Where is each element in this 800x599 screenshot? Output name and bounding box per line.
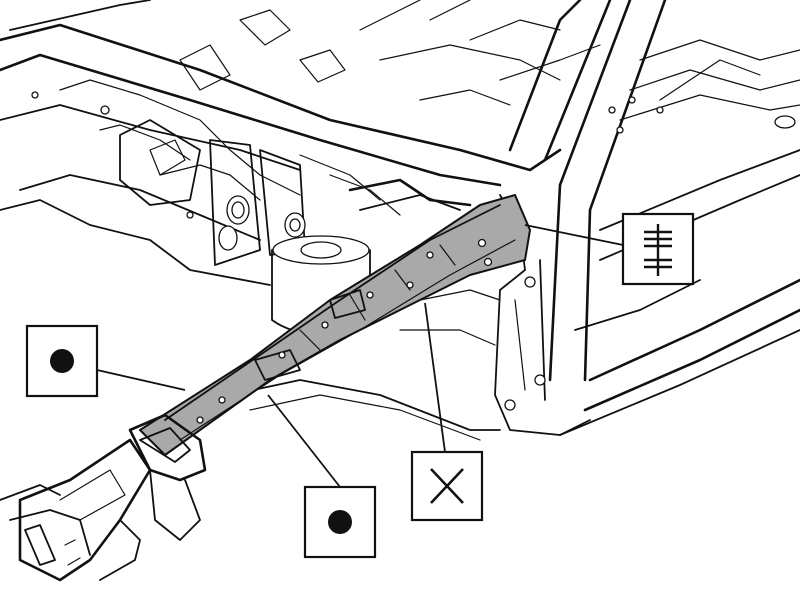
lower-floor-lines xyxy=(229,289,501,441)
cross-symbol xyxy=(430,468,464,504)
leader-lines xyxy=(96,224,624,488)
callout-cut xyxy=(410,450,484,522)
cowl-and-firewall-panel xyxy=(0,0,562,286)
firewall-holes xyxy=(31,91,306,251)
weld-seam-symbol xyxy=(644,224,672,276)
rail-front-end-bracket xyxy=(0,413,207,582)
leader-line-dot-left xyxy=(96,369,186,391)
leader-line-seam xyxy=(524,224,624,246)
front-side-member-highlighted xyxy=(139,194,531,456)
filled-dot-symbol xyxy=(50,349,74,373)
leader-line-dot-bottom xyxy=(267,394,341,488)
callout-spot-weld-bottom xyxy=(303,485,377,559)
a-pillar-and-hinge-pillar xyxy=(494,0,667,436)
filled-dot-symbol xyxy=(328,510,352,534)
reservoir xyxy=(271,235,371,335)
leader-line-cross xyxy=(424,302,446,453)
callout-seam xyxy=(621,212,695,286)
callout-spot-weld-left xyxy=(25,324,99,398)
